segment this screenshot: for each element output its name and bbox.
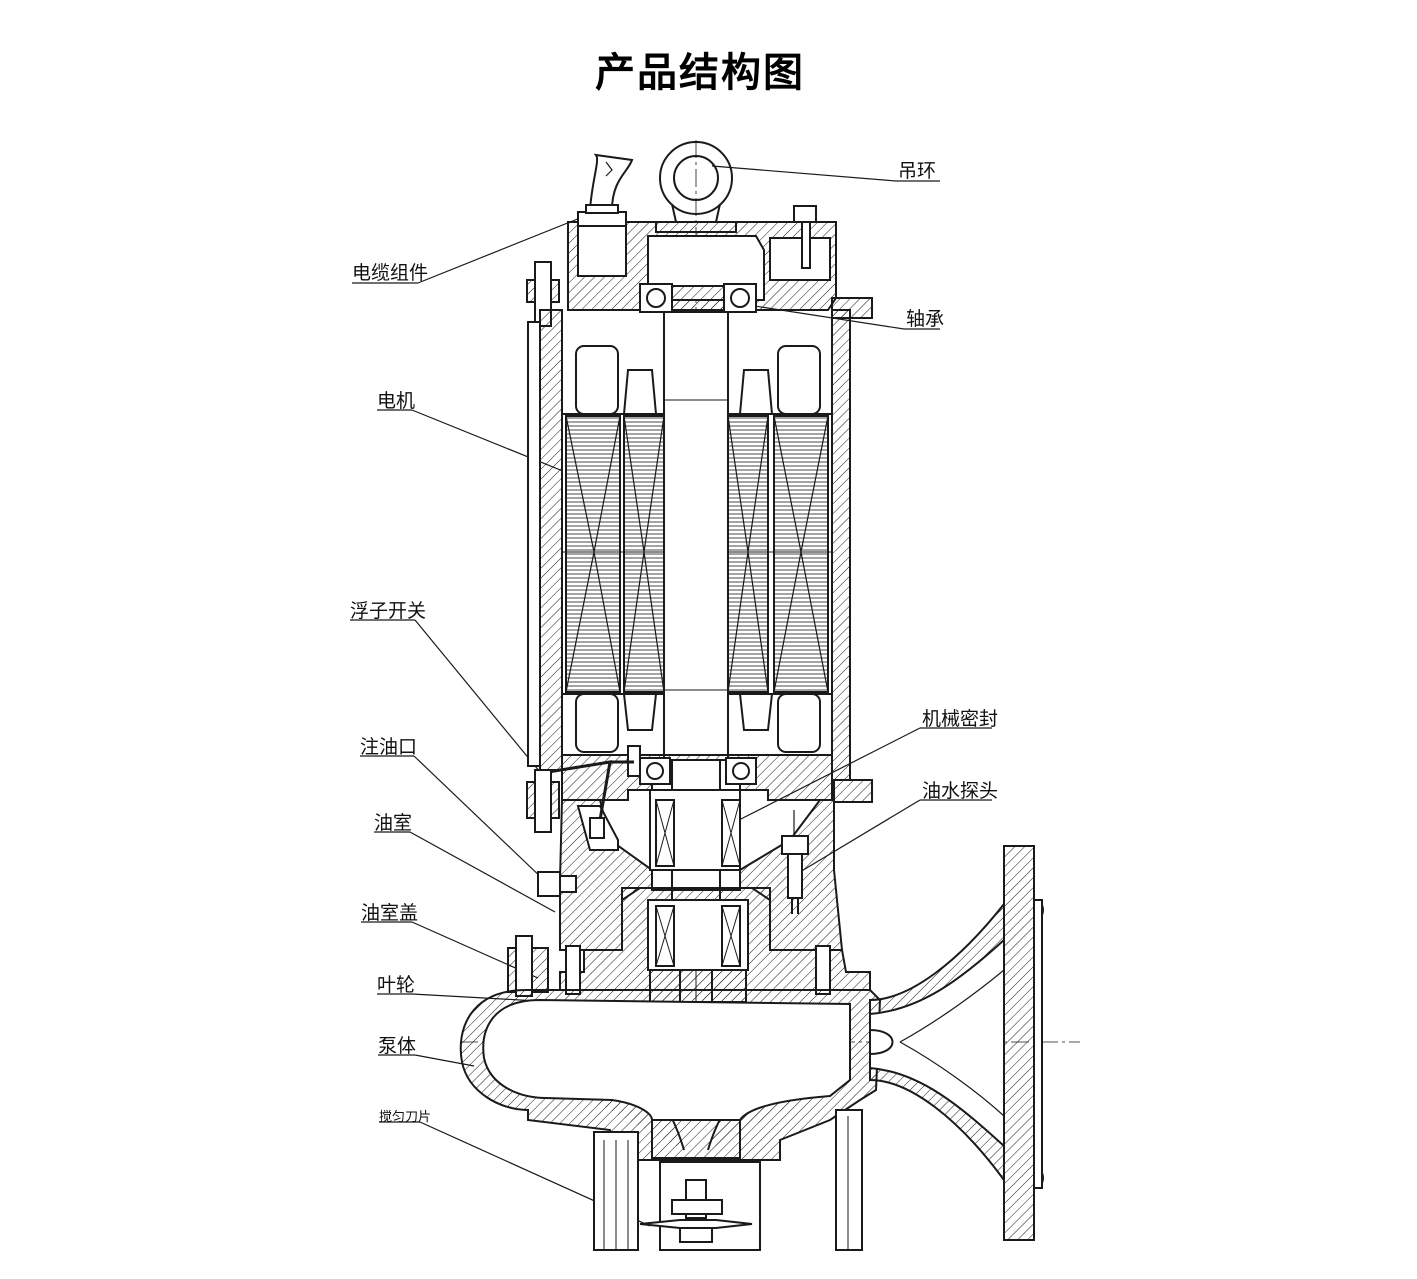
label-oil-chamber-cover: 油室盖 bbox=[361, 902, 419, 924]
label-lifting-ring: 吊环 bbox=[898, 160, 937, 182]
stirring-blade bbox=[639, 1179, 753, 1243]
stator-rotor bbox=[561, 345, 833, 753]
pump-body bbox=[459, 989, 882, 1161]
upper-bearing bbox=[639, 283, 757, 313]
label-stirring-blade: 搅匀刀片 bbox=[379, 1110, 432, 1125]
label-mechanical-seal: 机械密封 bbox=[922, 708, 999, 730]
label-bearing: 轴承 bbox=[906, 308, 945, 330]
label-float-switch: 浮子开关 bbox=[350, 600, 427, 622]
cable bbox=[589, 153, 634, 211]
motor-housing bbox=[527, 297, 873, 803]
label-impeller: 叶轮 bbox=[377, 974, 416, 996]
page-title: 产品结构图 bbox=[595, 50, 805, 96]
discharge-outlet bbox=[869, 845, 1044, 1241]
label-cable-assembly: 电缆组件 bbox=[352, 262, 429, 284]
label-motor: 电机 bbox=[377, 390, 416, 412]
label-pump-body: 泵体 bbox=[378, 1035, 417, 1057]
label-oil-chamber: 油室 bbox=[374, 812, 413, 834]
label-oil-water-probe: 油水探头 bbox=[922, 780, 999, 802]
label-oil-fill-port: 注油口 bbox=[360, 736, 418, 758]
